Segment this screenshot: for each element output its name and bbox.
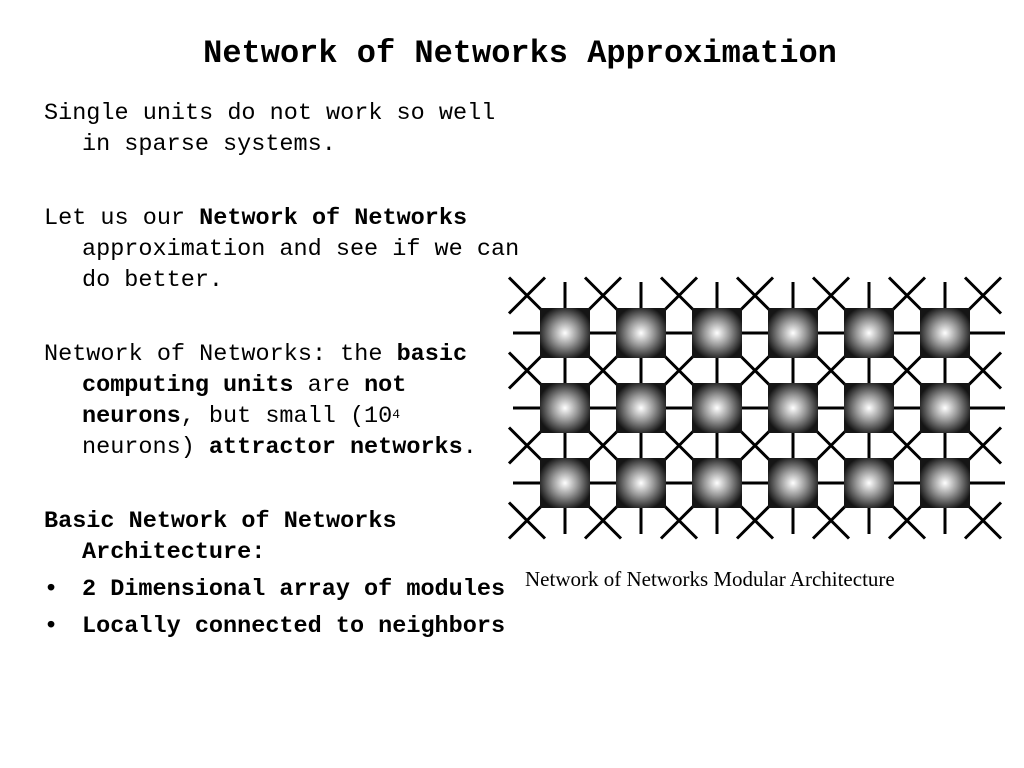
connection-line bbox=[887, 426, 927, 465]
attractor-module bbox=[540, 458, 590, 508]
attractor-module bbox=[692, 308, 742, 358]
architecture-heading: Basic Network of Networks Architecture: bbox=[44, 508, 397, 566]
slide-body: Single units do not work so well in spar… bbox=[44, 98, 524, 642]
attractor-module bbox=[920, 458, 970, 508]
bullet-item: • Locally connected to neighbors bbox=[44, 611, 524, 642]
attractor-module bbox=[920, 383, 970, 433]
connection-line bbox=[811, 276, 851, 315]
connection-line bbox=[735, 351, 775, 390]
attractor-module bbox=[540, 308, 590, 358]
bullet-icon: • bbox=[44, 613, 59, 640]
text-run: Network of Networks: the bbox=[44, 341, 397, 368]
connection-line bbox=[583, 351, 623, 390]
connection-line bbox=[659, 276, 699, 315]
attractor-module bbox=[768, 383, 818, 433]
attractor-module bbox=[768, 458, 818, 508]
connection-line bbox=[583, 501, 623, 540]
bullet-item: • 2 Dimensional array of modules bbox=[44, 574, 524, 605]
bold-run: basic computing units bbox=[82, 341, 468, 399]
bullet-text: Locally connected to neighbors bbox=[82, 613, 506, 640]
connection-line bbox=[507, 426, 547, 465]
attractor-module bbox=[616, 308, 666, 358]
text-run: Let us our bbox=[44, 205, 200, 232]
text-run: are bbox=[293, 372, 365, 399]
attractor-module bbox=[692, 458, 742, 508]
attractor-module bbox=[692, 383, 742, 433]
connection-line bbox=[887, 351, 927, 390]
attractor-module bbox=[616, 383, 666, 433]
slide-title: Network of Networks Approximation bbox=[203, 35, 837, 72]
connection-line bbox=[507, 501, 547, 540]
bold-run: attractor networks bbox=[208, 434, 463, 461]
connection-line bbox=[583, 426, 623, 465]
paragraph-network-of-networks: Network of Networks: the basic computing… bbox=[44, 339, 524, 463]
attractor-module bbox=[844, 458, 894, 508]
attractor-module bbox=[844, 383, 894, 433]
connection-line bbox=[735, 276, 775, 315]
connection-line bbox=[507, 351, 547, 390]
connection-line bbox=[963, 276, 1003, 315]
connection-line bbox=[735, 501, 775, 540]
text-run: neurons) bbox=[82, 434, 209, 461]
connection-line bbox=[963, 501, 1003, 540]
attractor-module bbox=[768, 308, 818, 358]
bullet-text: 2 Dimensional array of modules bbox=[82, 576, 506, 603]
connection-line bbox=[887, 501, 927, 540]
connection-line bbox=[583, 276, 623, 315]
connection-line bbox=[507, 276, 547, 315]
attractor-module bbox=[540, 383, 590, 433]
figure-caption: Network of Networks Modular Architecture bbox=[525, 567, 895, 591]
bullet-icon: • bbox=[44, 576, 59, 603]
connection-line bbox=[887, 276, 927, 315]
connection-line bbox=[963, 426, 1003, 465]
paragraph-let-us: Let us our Network of Networks approxima… bbox=[44, 203, 524, 296]
connection-line bbox=[811, 351, 851, 390]
bold-run: not neurons bbox=[82, 372, 407, 430]
attractor-module bbox=[616, 458, 666, 508]
text-run: , but small (10 bbox=[180, 403, 393, 430]
attractor-module bbox=[844, 308, 894, 358]
paragraph-single-units: Single units do not work so well in spar… bbox=[44, 100, 496, 158]
module-grid bbox=[540, 308, 970, 508]
connection-line bbox=[659, 426, 699, 465]
attractor-module bbox=[920, 308, 970, 358]
connection-line bbox=[659, 351, 699, 390]
connection-line bbox=[811, 426, 851, 465]
text-run: . bbox=[462, 434, 477, 461]
bold-run: Network of Networks bbox=[199, 205, 468, 232]
connection-line bbox=[659, 501, 699, 540]
connection-line bbox=[963, 351, 1003, 390]
network-diagram bbox=[507, 276, 1005, 540]
superscript: 4 bbox=[392, 407, 401, 422]
connection-line bbox=[811, 501, 851, 540]
text-run: approximation and see if we can do bette… bbox=[82, 236, 520, 294]
connection-line bbox=[735, 426, 775, 465]
